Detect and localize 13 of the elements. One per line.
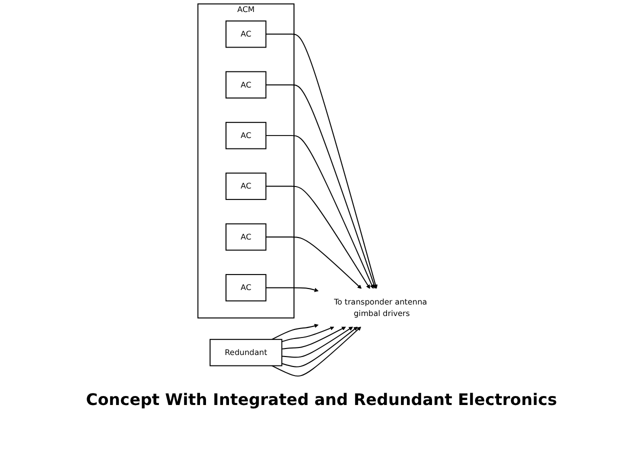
arrow: [265, 135, 374, 289]
arrow: [265, 34, 378, 289]
arrow: [265, 84, 376, 289]
caption: Concept With Integrated and Redundant Electronics: [84, 390, 558, 409]
arrow: [281, 326, 334, 342]
arrow: [265, 186, 370, 289]
arrow: [271, 324, 319, 340]
arrow: [265, 287, 319, 292]
arrow: [281, 326, 358, 368]
arrow: [281, 326, 346, 350]
arrow: [281, 326, 354, 358]
arrow: [265, 236, 362, 289]
arrow: [271, 326, 362, 377]
